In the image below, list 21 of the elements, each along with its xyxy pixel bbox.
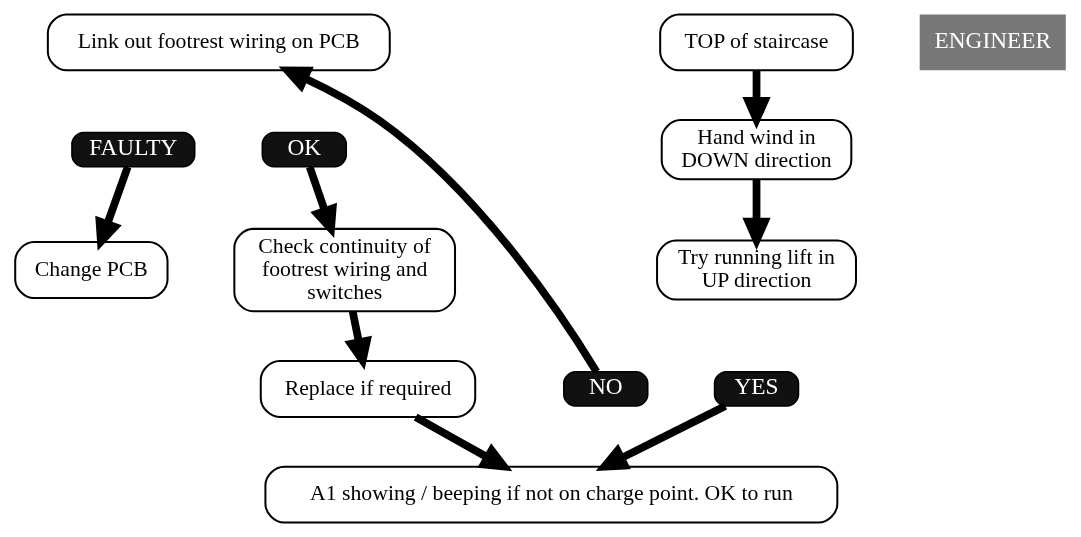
node-box: Check continuity of footrest wiring and switches bbox=[233, 227, 457, 313]
node-box: OK bbox=[261, 131, 347, 168]
arrow bbox=[306, 165, 337, 238]
node-box: FAULTY bbox=[71, 131, 196, 168]
arrow bbox=[413, 413, 513, 472]
node-box: Hand wind in DOWN direction bbox=[660, 119, 853, 181]
arrow bbox=[344, 310, 372, 371]
node-box: YES bbox=[713, 371, 800, 407]
node-box: A1 showing / beeping if not on charge point. OK to run bbox=[264, 465, 839, 524]
node-box: TOP of staircase bbox=[659, 13, 854, 72]
label: ENGINEER bbox=[934, 26, 1051, 53]
arrow bbox=[742, 70, 771, 130]
node-box: NO bbox=[563, 371, 649, 407]
arrow bbox=[595, 402, 728, 471]
arrow bbox=[95, 165, 132, 251]
arrow bbox=[742, 179, 771, 251]
arrow bbox=[278, 66, 600, 374]
node-box: Replace if required bbox=[259, 359, 477, 418]
node-box: Link out footrest wiring on PCB bbox=[46, 13, 391, 72]
node-box: Try running lift in UP direction bbox=[656, 239, 857, 301]
node-box: Change PCB bbox=[14, 241, 169, 300]
